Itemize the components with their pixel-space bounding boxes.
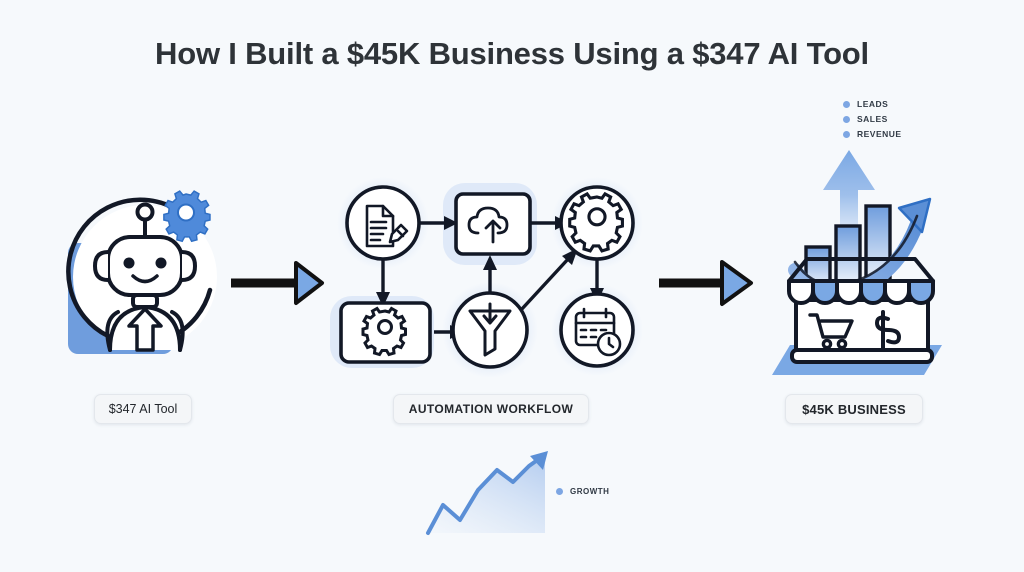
funnel-icon [468, 302, 512, 357]
workflow-node-document-edit[interactable] [345, 185, 421, 261]
document-edit-icon [365, 204, 409, 248]
shopping-cart-icon [808, 313, 854, 350]
workflow-node-cloud-upload[interactable] [454, 192, 532, 256]
arrow-process-to-output [659, 260, 753, 306]
gear-icon [361, 306, 407, 357]
legend-dot-icon [556, 488, 563, 495]
cloud-upload-icon [467, 206, 509, 244]
legend-label-leads: LEADS [857, 99, 889, 109]
robot-icon [93, 202, 197, 352]
legend-label-sales: SALES [857, 114, 888, 124]
gear-icon [568, 191, 624, 253]
growth-chart-arrowhead [530, 451, 548, 470]
storefront-awning [787, 257, 935, 305]
label-ai-tool: $347 AI Tool [94, 394, 192, 424]
growth-label: GROWTH [570, 487, 610, 496]
up-arrow-icon [823, 150, 875, 250]
workflow-node-calendar-clock[interactable] [559, 292, 635, 368]
growth-chart-caption: GROWTH [556, 487, 609, 496]
storefront-icon [787, 257, 935, 364]
workflow-node-gear-circle[interactable] [559, 185, 635, 261]
label-business-result: $45K BUSINESS [785, 394, 923, 424]
page-title: How I Built a $45K Business Using a $347… [155, 36, 869, 71]
label-automation-workflow: AUTOMATION WORKFLOW [393, 394, 589, 424]
legend-item-sales: SALES [843, 114, 902, 124]
stage-output-business [772, 150, 942, 375]
workflow-node-gear-rect[interactable] [339, 301, 432, 364]
growth-chart-area [428, 455, 545, 533]
legend-label-revenue: REVENUE [857, 129, 902, 139]
legend-dot-icon [843, 130, 850, 138]
stage-process-workflow [330, 177, 643, 378]
arrow-input-to-process [231, 261, 324, 305]
legend-dot-icon [843, 115, 850, 123]
stage-input-ai-tool [66, 190, 217, 354]
workflow-node-funnel[interactable] [451, 291, 529, 369]
dollar-sign-icon [874, 310, 902, 350]
legend: LEADS SALES REVENUE [843, 99, 902, 139]
growth-chart-line [426, 454, 545, 535]
growth-chart [426, 451, 548, 535]
gear-icon [163, 190, 211, 243]
legend-dot-icon [843, 100, 850, 108]
legend-item-revenue: REVENUE [843, 129, 902, 139]
legend-item-leads: LEADS [843, 99, 902, 109]
calendar-clock-icon [574, 307, 622, 357]
